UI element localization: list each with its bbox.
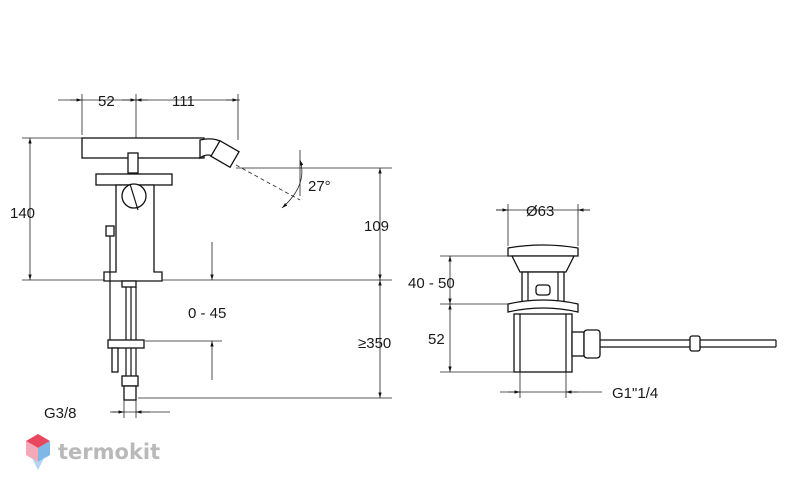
drain-cap <box>507 244 579 257</box>
dim-140-line <box>22 137 105 281</box>
dim-27-label: 27° <box>308 178 331 195</box>
dim-350-label: ≥350 <box>358 335 391 352</box>
dim-52-drain-label: 52 <box>428 331 445 348</box>
termokit-logo: termokit <box>26 434 160 470</box>
side-outlet <box>571 331 585 357</box>
knob-line <box>129 183 139 211</box>
faucet-drawing: 52 111 140 27° 109 <box>10 93 392 422</box>
dim-52-drain-line <box>440 304 514 373</box>
logo-hex-bottom <box>32 458 44 470</box>
logo-mark-icon <box>26 434 50 470</box>
logo-text: termokit <box>58 440 160 464</box>
dim-52-111-line <box>58 94 240 150</box>
spray-axis <box>235 164 301 201</box>
faucet-body <box>103 184 163 282</box>
mounting-bracket <box>107 339 145 349</box>
overflow-slot <box>535 284 551 296</box>
drain-drawing: Ø63 40 - 50 52 <box>408 203 777 402</box>
dim-40-50-label: 40 - 50 <box>408 275 455 292</box>
drain-upper-body <box>521 271 565 303</box>
g38-connector <box>121 375 139 387</box>
spray-head <box>210 139 240 169</box>
dim-g114-label: G1"1/4 <box>612 385 658 402</box>
dim-109-label: 109 <box>364 218 389 235</box>
dim-140-label: 140 <box>10 205 35 222</box>
logo-hex-left <box>26 441 38 462</box>
faucet-spout <box>81 137 205 159</box>
dim-0-45-line <box>145 242 222 380</box>
angle-arc <box>281 159 304 209</box>
dim-0-45-label: 0 - 45 <box>188 305 226 322</box>
handle-stem <box>127 152 139 174</box>
drain-nut <box>507 299 579 313</box>
shank-nut <box>121 280 137 288</box>
dim-52-label: 52 <box>98 93 115 110</box>
logo-hex-right <box>38 441 50 462</box>
mounting-bolt <box>111 347 119 373</box>
dim-g114-line <box>500 372 602 398</box>
g38-fitting <box>123 385 137 401</box>
pivot-nut <box>583 329 601 359</box>
dim-109-line <box>162 167 392 281</box>
dim-diam63-line <box>496 204 590 246</box>
dim-g38-label: G3/8 <box>44 405 77 422</box>
lift-rod-knob <box>105 225 115 237</box>
dim-diam63-label: Ø63 <box>526 203 554 220</box>
dim-g38-line <box>110 400 170 418</box>
rod-clip <box>689 335 701 352</box>
dim-111-label: 111 <box>172 93 195 110</box>
drain-flange <box>510 255 576 273</box>
dim-350-line <box>138 280 392 399</box>
drain-lower-body <box>513 313 573 373</box>
